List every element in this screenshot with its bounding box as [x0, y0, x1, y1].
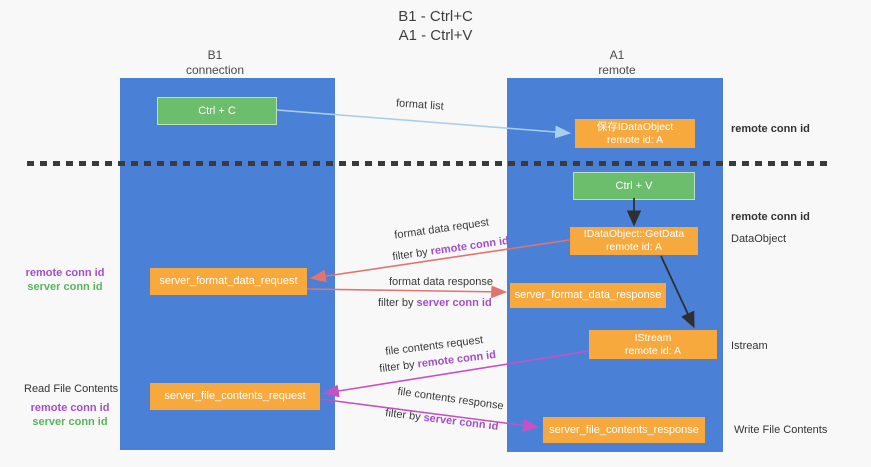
title-line-2: A1 - Ctrl+V: [398, 27, 473, 44]
server-file-contents-response-node: server_file_contents_response: [543, 417, 705, 443]
ctrl-c-label: Ctrl + C: [198, 104, 236, 117]
right-column-name: A1: [609, 48, 625, 62]
server-format-data-request-node: server_format_data_request: [150, 268, 307, 295]
right-column-role: remote: [598, 63, 636, 77]
istream-line2: remote id: A: [624, 344, 682, 357]
save-idataobject-node: 保存IDataObject remote id: A: [575, 119, 695, 148]
server-file-contents-response-label: server_file_contents_response: [549, 423, 699, 436]
right-column-header: A1 remote: [547, 48, 687, 78]
server-file-contents-request-label: server_file_contents_request: [164, 390, 306, 402]
left-column-name: B1: [207, 48, 223, 62]
right-remote-conn-id-top: remote conn id: [731, 123, 810, 135]
filter-by-text: filter by: [378, 297, 414, 309]
getdata-line2: remote id: A: [605, 241, 663, 253]
ctrl-c-node: Ctrl + C: [157, 97, 277, 125]
left-column-header: B1 connection: [145, 48, 285, 78]
save-idataobject-line2: remote id: A: [606, 133, 664, 146]
istream-line1: IStream: [634, 331, 672, 344]
left-server-conn-id: server conn id: [27, 281, 103, 293]
left-bottom-conn-id-group: remote conn id server conn id: [20, 401, 120, 429]
server-conn-id-text: server conn id: [416, 297, 492, 309]
save-idataobject-line1: 保存IDataObject: [596, 120, 674, 133]
server-file-contents-request-node: server_file_contents_request: [150, 383, 320, 410]
filter-by-text: filter by: [378, 358, 416, 376]
left-bottom-server-conn-id: server conn id: [32, 416, 108, 428]
server-format-data-response-node: server_format_data_response: [510, 283, 666, 308]
left-bottom-remote-conn-id: remote conn id: [30, 402, 110, 414]
file-contents-response-label: file contents response: [396, 385, 505, 413]
format-data-response-arrow: [306, 285, 508, 299]
right-remote-conn-id-mid: remote conn id: [731, 211, 810, 223]
dataobject-annotation: DataObject: [731, 233, 787, 245]
diagram-title: B1 - Ctrl+C A1 - Ctrl+V: [0, 7, 871, 45]
server-format-data-request-label: server_format_data_request: [159, 275, 298, 287]
format-data-request-label: format data request: [393, 216, 490, 242]
filter-by-text: filter by: [391, 246, 429, 264]
format-list-label: format list: [395, 97, 445, 113]
left-column-role: connection: [185, 63, 245, 77]
dashed-divider: [27, 161, 833, 166]
left-remote-conn-id: remote conn id: [25, 267, 105, 279]
istream-annotation: Istream: [731, 340, 768, 352]
filter-by-text: filter by: [384, 407, 422, 424]
title-line-1: B1 - Ctrl+C: [398, 8, 473, 25]
ctrl-v-node: Ctrl + V: [573, 172, 695, 200]
remote-conn-id-text: remote conn id: [429, 234, 510, 258]
istream-node: IStream remote id: A: [589, 330, 717, 359]
read-file-contents-annotation: Read File Contents: [24, 383, 119, 395]
idataobject-getdata-node: IDataObject::GetData remote id: A: [570, 227, 698, 255]
write-file-contents-annotation: Write File Contents: [734, 424, 828, 436]
left-conn-id-group: remote conn id server conn id: [20, 266, 110, 294]
server-format-data-response-label: server_format_data_response: [514, 289, 662, 301]
format-data-response-label: format data response: [389, 276, 493, 288]
ctrl-v-label: Ctrl + V: [615, 179, 653, 192]
server-conn-id-text: server conn id: [422, 411, 499, 433]
getdata-line1: IDataObject::GetData: [583, 228, 685, 240]
